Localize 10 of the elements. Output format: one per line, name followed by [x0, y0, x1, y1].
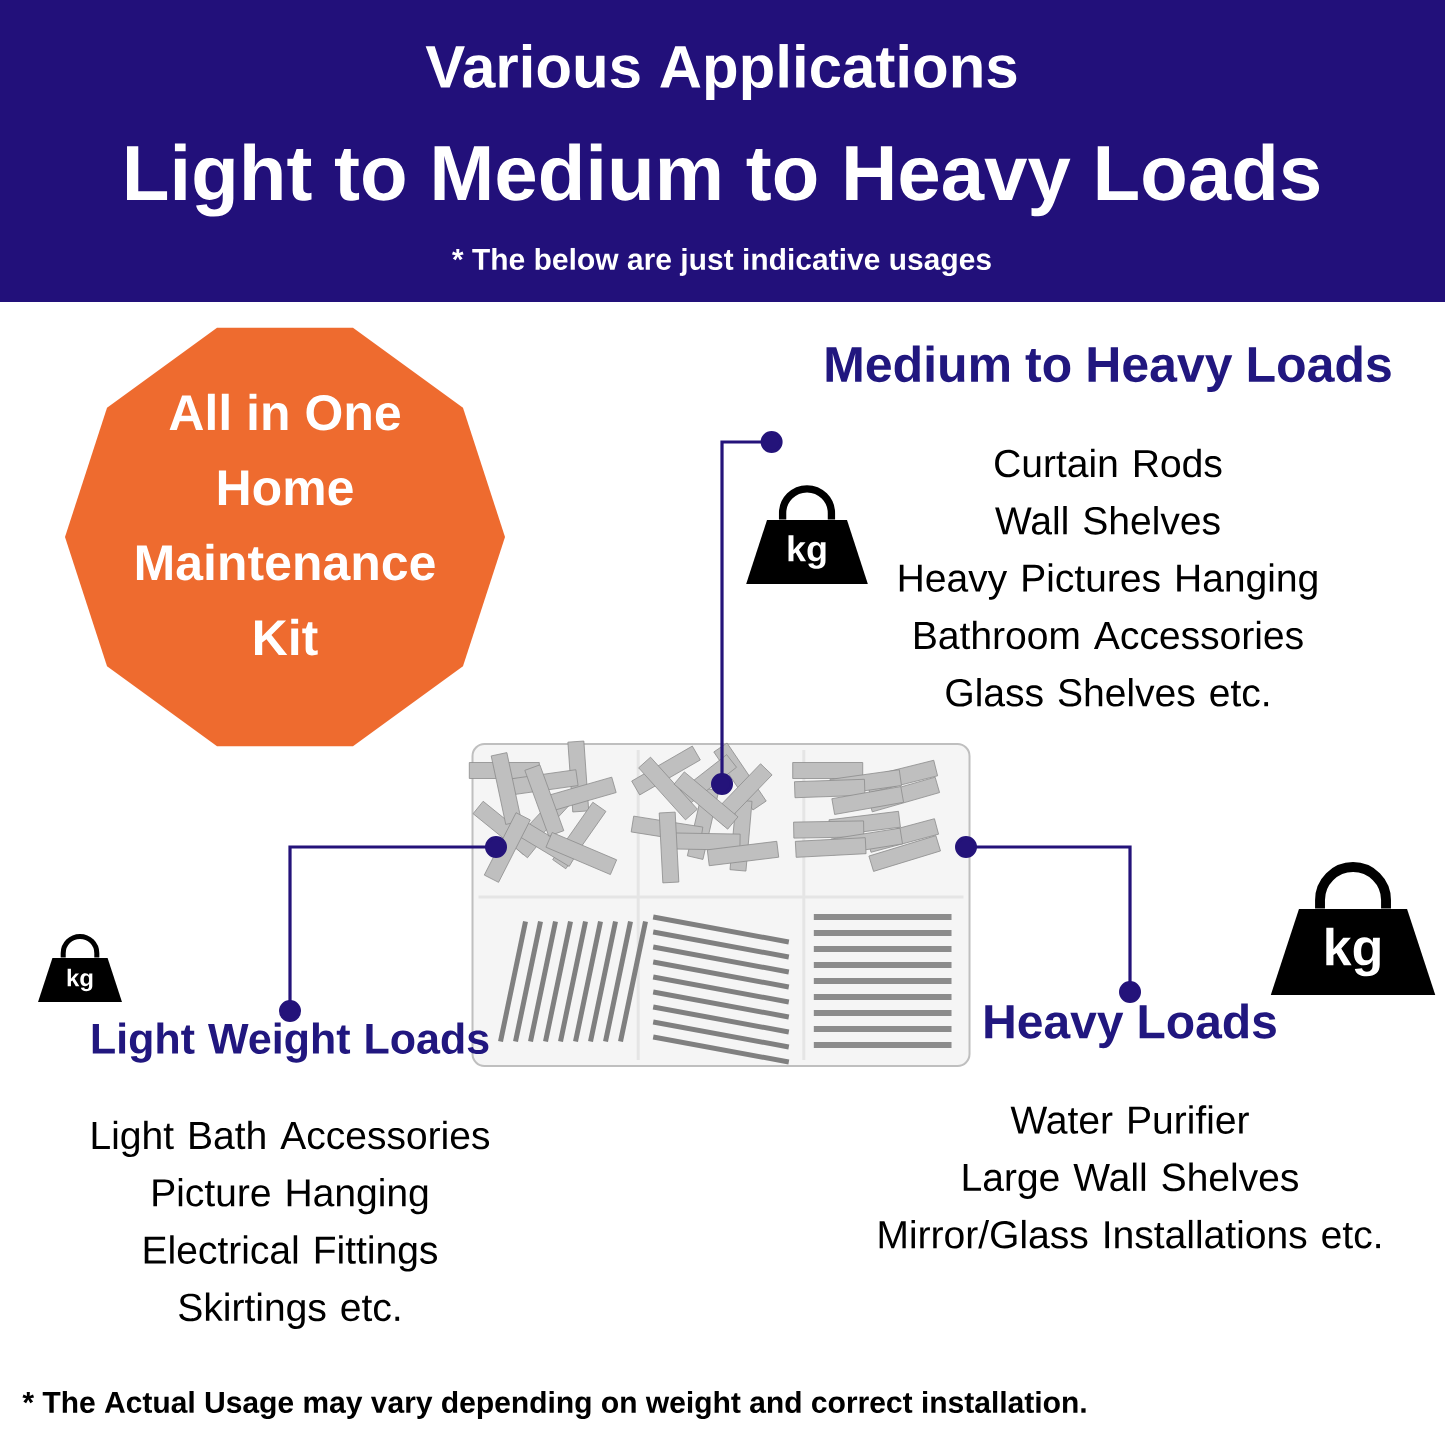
leader-line [955, 836, 1141, 1003]
banner-heading: Light to Medium to Heavy Loads [127, 143, 1320, 217]
leader-line [711, 431, 783, 795]
footnote: * The Actual Usage may vary depending on weight and correct installation. [22, 1390, 1086, 1420]
title: Various Applications [425, 44, 1017, 100]
octagon-badge: All in One Home Maintenance Kit [65, 327, 505, 747]
leader-line [279, 836, 507, 1022]
note-text: * The below are just indicative usages [452, 247, 991, 277]
load-list: Heavy Loads Water Purifier Large Wall Shelves Mirror/Glass Installations etc. [879, 1003, 1380, 1249]
load-list: Light Weight Loads Light Bath Accessories Picture Hanging Electrical Fittings Skirtings etc. [92, 1022, 490, 1329]
